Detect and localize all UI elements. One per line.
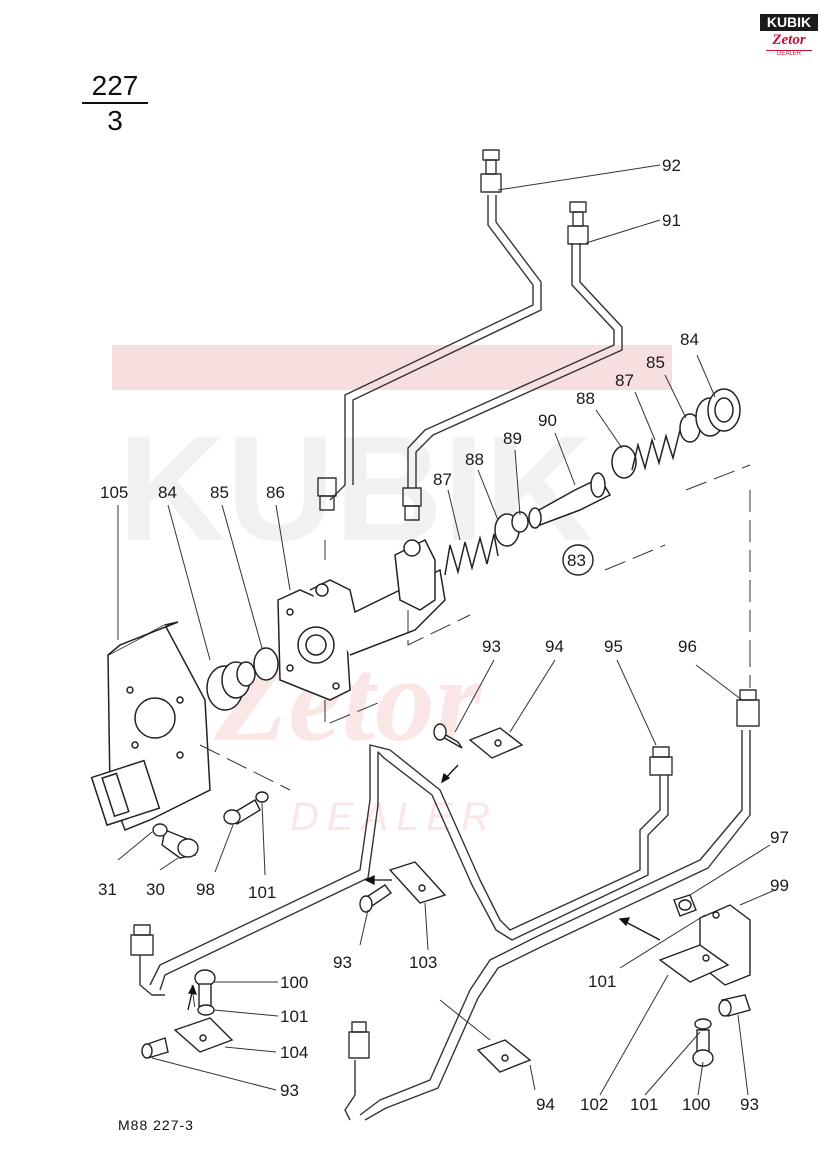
alignment-lines [191, 464, 751, 1011]
watermark-sub: DEALER [290, 795, 498, 839]
callout-88-mid: 88 [465, 450, 484, 469]
callout-101-bl: 101 [280, 1007, 308, 1026]
spring-87-mid [444, 533, 499, 576]
o-ring-85-left [253, 647, 279, 681]
piston-90 [528, 472, 612, 529]
callout-30: 30 [146, 880, 165, 899]
callout-103: 103 [409, 953, 437, 972]
callout-86: 86 [266, 483, 285, 502]
callout-101-left: 101 [248, 883, 276, 902]
callout-labels: 92 91 84 85 87 88 90 89 88 87 83 105 84 … [98, 156, 789, 1114]
nut-97 [673, 894, 697, 917]
callout-93-bl: 93 [280, 1081, 299, 1100]
callout-84-right: 84 [680, 330, 699, 349]
washer-88-right [611, 445, 637, 479]
page-number-bottom: 3 [82, 102, 148, 138]
callout-92: 92 [662, 156, 681, 175]
washer-101-left [255, 791, 269, 803]
pipe-92 [317, 149, 542, 511]
clip-94-bottom [476, 1039, 532, 1073]
washer-31 [152, 823, 168, 837]
callout-100-left: 100 [280, 973, 308, 992]
callout-98: 98 [196, 880, 215, 899]
clip-103 [388, 861, 447, 904]
clip-94-upper [468, 727, 524, 759]
callout-95: 95 [604, 637, 623, 656]
callout-93-mid: 93 [333, 953, 352, 972]
sleeve-93-br [718, 994, 751, 1017]
bolt-30 [161, 829, 199, 859]
plug-84-right [695, 388, 741, 437]
callout-85-right: 85 [646, 353, 665, 372]
watermark: KUBIK Zetor DEALER [112, 345, 672, 839]
spring-87-right [631, 429, 681, 471]
sleeve-93-upper [433, 723, 463, 749]
bolt-100-bottom [692, 1029, 714, 1067]
logo-zetor-text: Zetor [772, 32, 806, 48]
callout-97: 97 [770, 828, 789, 847]
clip-102 [658, 944, 730, 983]
callout-96: 96 [678, 637, 697, 656]
callout-100-bottom: 100 [682, 1095, 710, 1114]
callout-85-left: 85 [210, 483, 229, 502]
pipe-91 [402, 201, 623, 521]
bolt-100-left [194, 969, 216, 1007]
callout-105: 105 [100, 483, 128, 502]
washer-101-bottom [694, 1018, 712, 1030]
cylinder-body-86 [277, 538, 446, 701]
callout-94-upper: 94 [545, 637, 564, 656]
callout-31: 31 [98, 880, 117, 899]
callout-90: 90 [538, 411, 557, 430]
callout-89: 89 [503, 429, 522, 448]
logo-dealer-text: DEALER [766, 50, 812, 58]
logo-kubik-text: KUBIK [760, 14, 818, 31]
arrows [187, 764, 661, 1011]
sleeve-93-bl [141, 1037, 169, 1059]
footer-code: M88 227-3 [118, 1117, 194, 1133]
callout-104: 104 [280, 1043, 308, 1062]
callout-101-bottom: 101 [630, 1095, 658, 1114]
pipe-96-long [344, 689, 760, 1121]
leader-lines [117, 164, 776, 1096]
callout-83: 83 [567, 551, 586, 570]
callout-91: 91 [662, 211, 681, 230]
page-number-top: 227 [91, 70, 139, 101]
mounting-bracket-105 [90, 621, 211, 831]
pipe-95-long [130, 744, 673, 996]
callout-102: 102 [580, 1095, 608, 1114]
washer-101-bl [197, 1004, 215, 1016]
brand-logo: KUBIK Zetor DEALER [760, 14, 818, 58]
callout-93-br: 93 [740, 1095, 759, 1114]
clip-104 [173, 1017, 234, 1053]
plug-84-left [206, 661, 256, 711]
callout-87-right: 87 [615, 371, 634, 390]
callout-88-right: 88 [576, 389, 595, 408]
callout-93-upper: 93 [482, 637, 501, 656]
sleeve-93-mid [359, 884, 392, 913]
bolt-98 [223, 799, 261, 825]
watermark-script: Zetor [214, 633, 483, 766]
callout-99: 99 [770, 876, 789, 895]
callout-101-right: 101 [588, 972, 616, 991]
callout-94-bottom: 94 [536, 1095, 555, 1114]
callout-87-mid: 87 [433, 470, 452, 489]
callout-84-left: 84 [158, 483, 177, 502]
callout-83-circle [562, 544, 594, 576]
